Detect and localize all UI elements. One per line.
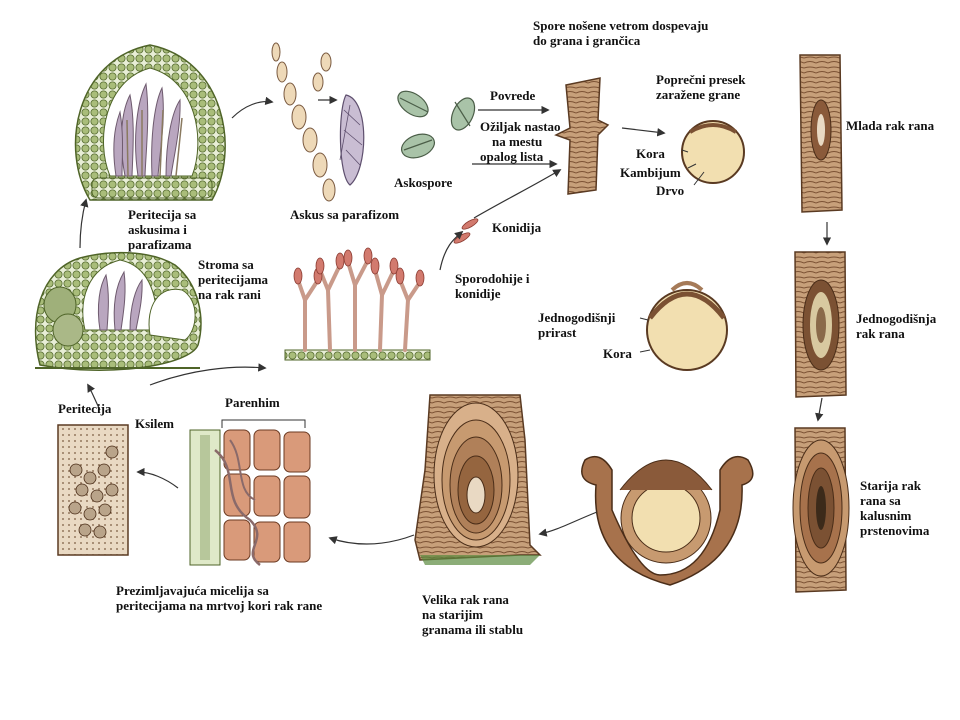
ascospores-illustration: [397, 90, 476, 159]
jednogodisnja-rak-rana-line-2: rak rana: [856, 326, 905, 341]
velika-rak-rana-line-3: granama ili stablu: [422, 622, 524, 637]
cycle-arrows: [79, 95, 832, 545]
kora2-label: Kora: [603, 346, 632, 361]
mlada-rak-rana-label: Mlada rak rana: [846, 118, 935, 133]
jednogodisnja-rak-rana-line-1: Jednogodišnja: [856, 311, 937, 326]
jednogodisnja-rak-rana-label: Jednogodišnja rak rana: [856, 311, 936, 341]
branch-illustration: [554, 77, 610, 195]
peritecija-askusi-line-3: parafizama: [128, 237, 192, 252]
prezimljavajuca-line-1: Prezimljavajuća micelija sa: [116, 583, 269, 598]
prezimljavajuca-line-2: peritecijama na mrtvoj kori rak rane: [116, 598, 323, 613]
ascus-illustration: [271, 42, 365, 202]
oziljak-line-2: na mestu: [492, 134, 543, 149]
tissue-illustration: [189, 419, 311, 566]
askus-parafiz-label: Askus sa parafizom: [290, 207, 400, 222]
velika-rak-rana-line-2: na starijim: [422, 607, 484, 622]
sporodochia-illustration: [284, 247, 431, 361]
starija-rak-rana-line-1: Starija rak: [860, 478, 922, 493]
older-canker-illustration: [792, 427, 850, 593]
oziljak-line-3: opalog lista: [480, 149, 544, 164]
stroma-label: Stroma sa peritecijama na rak rani: [198, 257, 268, 302]
spore-wind-line-2: do grana i grančica: [533, 33, 641, 48]
prezimljavajuca-label: Prezimljavajuća micelija sa peritecijama…: [116, 583, 322, 613]
velika-rak-rana-line-1: Velika rak rana: [422, 592, 509, 607]
bark-perithecia-illustration: [57, 424, 129, 556]
stroma-illustration: [34, 251, 202, 371]
young-canker-illustration: [799, 54, 843, 213]
sporodohije-line-2: konidije: [455, 286, 501, 301]
conidia-illustration: [453, 218, 479, 244]
kora-label: Kora: [636, 146, 665, 161]
annual-increment-section-illustration: [639, 281, 728, 371]
povrede-label: Povrede: [490, 88, 536, 103]
peritecija-askusi-line-1: Peritecija sa: [128, 207, 197, 222]
parenhim-label: Parenhim: [225, 395, 280, 410]
perithecium-illustration: [74, 44, 226, 201]
large-canker-illustration: [414, 394, 542, 565]
starija-rak-rana-line-4: prstenovima: [860, 523, 930, 538]
konidija-label: Konidija: [492, 220, 542, 235]
starija-rak-rana-label: Starija rak rana sa kalusnim prstenovima: [860, 478, 929, 538]
stroma-line-1: Stroma sa: [198, 257, 254, 272]
cross-section-illustration: [681, 120, 745, 186]
ksilem-label: Ksilem: [135, 416, 174, 431]
jednogodisnji-prirast-line-2: prirast: [538, 325, 577, 340]
starija-rak-rana-line-3: kalusnim: [860, 508, 912, 523]
sporodohije-line-1: Sporodohije i: [455, 271, 530, 286]
oziljak-label: Ožiljak nastao na mestu opalog lista: [480, 119, 561, 164]
jednogodisnji-prirast-line-1: Jednogodišnji: [538, 310, 616, 325]
peritecija-label: Peritecija: [58, 401, 112, 416]
stroma-line-3: na rak rani: [198, 287, 261, 302]
drvo-label: Drvo: [656, 183, 685, 198]
spore-wind-label: Spore nošene vetrom dospevaju do grana i…: [533, 18, 708, 48]
sporodohije-label: Sporodohije i konidije: [455, 271, 530, 301]
askospore-label: Askospore: [394, 175, 453, 190]
peritecija-askusi-label: Peritecija sa askusima i parafizama: [128, 207, 196, 252]
kambijum-label: Kambijum: [620, 165, 681, 180]
starija-rak-rana-line-2: rana sa: [860, 493, 901, 508]
peritecija-askusi-line-2: askusima i: [128, 222, 187, 237]
jednogodisnji-prirast-label: Jednogodišnji prirast: [538, 310, 615, 340]
poprecni-presek-line-1: Poprečni presek: [656, 72, 746, 87]
annual-canker-illustration: [794, 251, 847, 398]
poprecni-presek-line-2: zaražene grane: [656, 87, 741, 102]
oziljak-line-1: Ožiljak nastao: [480, 119, 561, 134]
velika-rak-rana-label: Velika rak rana na starijim granama ili …: [422, 592, 523, 637]
poprecni-presek-label: Poprečni presek zaražene grane: [656, 72, 745, 102]
stroma-line-2: peritecijama: [198, 272, 269, 287]
older-canker-section-illustration: [581, 455, 754, 586]
spore-wind-line-1: Spore nošene vetrom dospevaju: [533, 18, 709, 33]
